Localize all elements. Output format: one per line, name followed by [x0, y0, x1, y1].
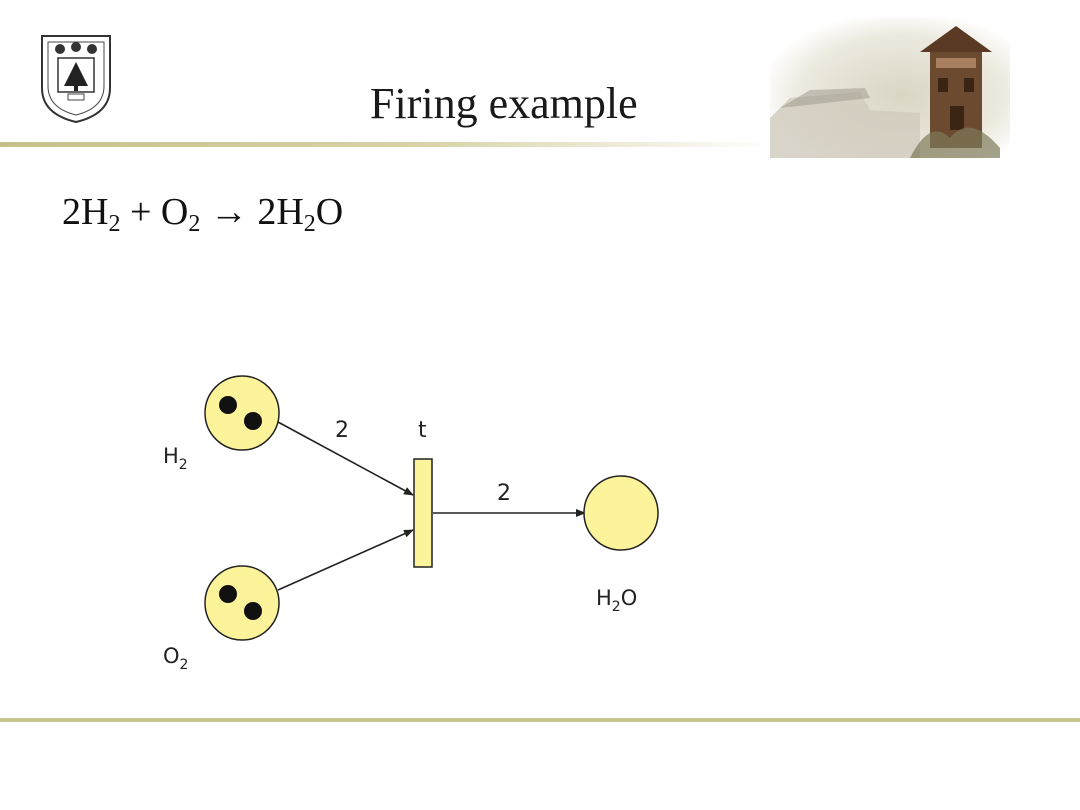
- token: [219, 396, 237, 414]
- equation-product-o: O: [315, 191, 344, 233]
- equation-arrow: →: [209, 191, 248, 233]
- arc-h2-to-t: [277, 421, 414, 496]
- place-h2: [204, 375, 280, 451]
- equation-subscript: 2: [108, 211, 121, 237]
- transition-t: [413, 458, 433, 568]
- tower-photo: [770, 18, 1010, 158]
- slide-title: Firing example: [370, 79, 638, 128]
- equation-reactant-o: O: [160, 191, 189, 233]
- equation-product-h: H: [276, 191, 304, 233]
- equation-subscript: 2: [303, 211, 316, 237]
- equation-plus: +: [129, 191, 152, 233]
- token: [244, 602, 262, 620]
- place-label-h2o: H2O: [596, 586, 637, 615]
- header-divider: [0, 142, 775, 147]
- place-label-h2: H2: [163, 444, 188, 473]
- university-seal-logo: [41, 35, 111, 124]
- equation-reactant-h: H: [81, 191, 109, 233]
- equation-subscript: 2: [188, 211, 201, 237]
- arc-weight-h2-to-t: 2: [335, 418, 349, 443]
- arc-weight-t-to-h2o: 2: [497, 481, 511, 506]
- place-h2o: [583, 475, 659, 551]
- chemical-equation: 2H2 + O2 → 2H2O: [62, 190, 344, 237]
- transition-label: t: [418, 418, 427, 443]
- equation-coefficient: 2: [257, 191, 277, 233]
- footer-divider: [0, 718, 1080, 722]
- arc-o2-to-t: [277, 529, 414, 591]
- token: [219, 585, 237, 603]
- place-label-o2: O2: [163, 644, 188, 673]
- equation-coefficient: 2: [62, 191, 81, 233]
- token: [244, 412, 262, 430]
- place-o2: [204, 565, 280, 641]
